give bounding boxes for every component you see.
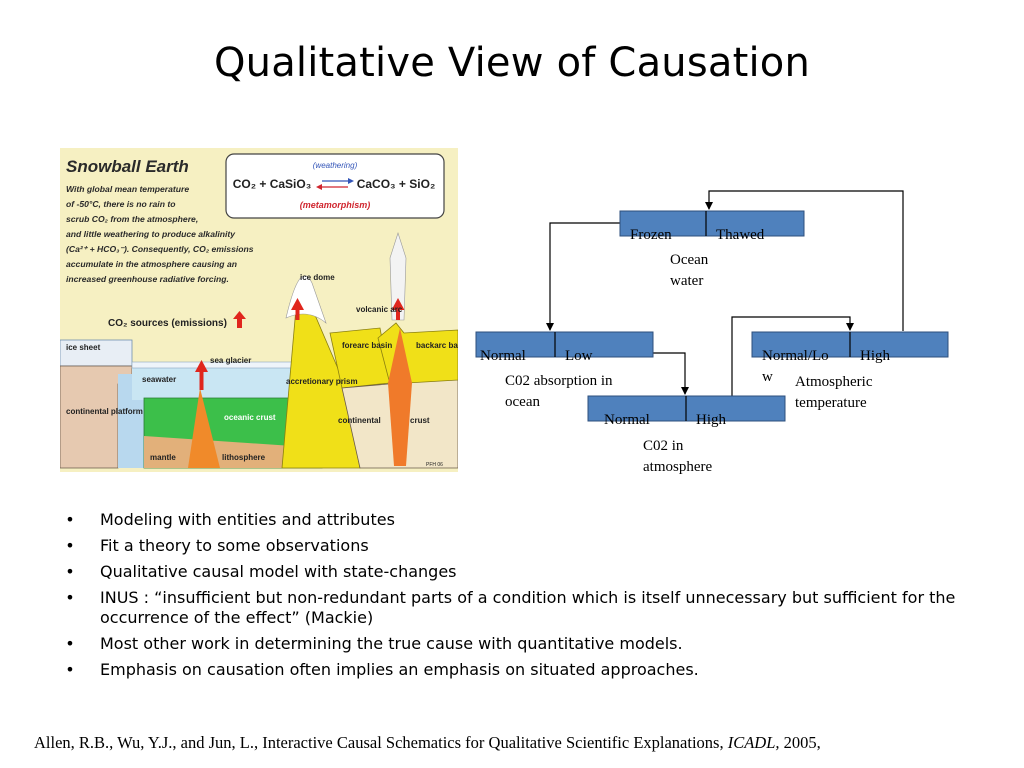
equation-right: CaCO₃ + SiO₂ [357, 177, 436, 191]
citation-authors-title: Allen, R.B., Wu, Y.J., and Jun, L., Inte… [34, 733, 724, 752]
label-backarc-basin: backarc basin [416, 341, 458, 350]
figure-intro-line: of -50°C, there is no rain to [66, 199, 175, 209]
magma-plume [388, 328, 412, 466]
co2-atmosphere-caption: C02 in [643, 438, 684, 454]
bullet-dot: • [65, 510, 75, 529]
equation-left: CO₂ + CaSiO₃ [233, 177, 312, 191]
bullet-dot: • [65, 634, 75, 653]
bullet-item: • INUS : “insufficient but non-redundant … [60, 588, 970, 628]
bullet-item: • Qualitative causal model with state-cha… [60, 562, 970, 582]
snowball-earth-figure: Snowball Earth With global mean temperat… [60, 148, 458, 472]
label-crust: crust [410, 416, 430, 425]
figure-credit: PFH 06 [426, 462, 443, 468]
label-forearc-basin: forearc basin [342, 341, 392, 350]
link-temperature-to-ocean [705, 190, 904, 331]
temperature-state-high[interactable]: High [860, 348, 891, 364]
bullet-text: INUS : “insufficient but non-redundant p… [100, 588, 956, 627]
mantle-region [144, 436, 322, 468]
equation-weathering-label: (weathering) [313, 161, 358, 170]
figure-intro-line: (Ca²⁺ + HCO₃⁻). Consequently, CO₂ emissi… [66, 244, 254, 254]
label-mantle: mantle [150, 453, 176, 462]
bullet-item: • Emphasis on causation often implies an … [60, 660, 970, 680]
figure-intro-line: and little weathering to produce alkalin… [66, 229, 236, 239]
bullet-text: Modeling with entities and attributes [100, 510, 395, 529]
equilibrium-arrows-icon [316, 178, 354, 190]
co2-absorption-caption: C02 absorption in [505, 373, 613, 389]
co2-sources-label: CO₂ sources (emissions) [108, 318, 227, 329]
citation-venue: ICADL, [727, 733, 780, 752]
label-volcanic-arc: volcanic arc [356, 305, 403, 314]
bullet-text: Most other work in determining the true … [100, 634, 683, 653]
label-continental: continental [338, 416, 381, 425]
co2-absorption-caption: ocean [505, 394, 540, 410]
bullet-text: Emphasis on causation often implies an e… [100, 660, 699, 679]
bullet-item: • Most other work in determining the true… [60, 634, 970, 654]
bullet-item: • Fit a theory to some observations [60, 536, 970, 556]
ocean-water-caption: Ocean [670, 252, 709, 268]
link-absorption-to-co2 [652, 352, 689, 395]
link-ocean-to-absorption [546, 222, 620, 331]
co2-absorption-box[interactable] [475, 331, 654, 358]
emission-arrow-icon [291, 298, 304, 320]
co2-state-high[interactable]: High [696, 412, 727, 428]
label-ice-sheet: ice sheet [66, 343, 101, 352]
label-continental-platform: continental platform [66, 407, 143, 416]
ocean-state-frozen[interactable]: Frozen [630, 227, 672, 243]
temperature-state-normal-low[interactable]: Normal/Lo [762, 348, 829, 364]
emission-arrow-icon [195, 360, 208, 390]
figure-intro: With global mean temperature of -50°C, t… [66, 184, 254, 284]
citation: Allen, R.B., Wu, Y.J., and Jun, L., Inte… [34, 733, 1024, 753]
bullet-dot: • [65, 588, 75, 607]
label-accretionary-prism: accretionary prism [286, 377, 358, 386]
causal-schematic: Frozen Thawed Ocean water Normal Low C02… [475, 190, 949, 475]
emission-arrow-icon [233, 311, 246, 328]
equation-box [225, 153, 445, 219]
link-co2-to-temperature [731, 316, 854, 398]
figure-intro-line: scrub CO₂ from the atmosphere, [66, 214, 198, 224]
mid-ocean-ridge [188, 388, 220, 468]
bullet-item: • Modeling with entities and attributes [60, 510, 970, 530]
label-ice-dome: ice dome [300, 273, 335, 282]
causal-links [546, 190, 904, 398]
bullet-dot: • [65, 536, 75, 555]
co2-state-normal[interactable]: Normal [604, 412, 650, 428]
volcanic-arc [389, 232, 407, 321]
figure-heading: Snowball Earth [66, 157, 189, 176]
ocean-water-box[interactable] [619, 210, 805, 237]
absorption-state-normal[interactable]: Normal [480, 348, 526, 364]
label-oceanic-crust: oceanic crust [224, 413, 276, 422]
equation-metamorphism-label: (metamorphism) [300, 200, 371, 210]
ocean-water-caption: water [670, 273, 703, 289]
figure-intro-line: accumulate in the atmosphere causing an [66, 259, 237, 269]
figure-intro-line: With global mean temperature [66, 184, 189, 194]
slide-title: Qualitative View of Causation [213, 40, 811, 86]
bullet-list: • Modeling with entities and attributes •… [60, 510, 970, 686]
bullet-dot: • [65, 562, 75, 581]
bullet-text: Qualitative causal model with state-chan… [100, 562, 457, 581]
atmospheric-temperature-caption: temperature [795, 395, 867, 411]
label-lithosphere: lithosphere [222, 453, 266, 462]
bullet-dot: • [65, 660, 75, 679]
figure-intro-line: increased greenhouse radiative forcing. [66, 274, 229, 284]
label-seawater: seawater [142, 375, 176, 384]
bullet-text: Fit a theory to some observations [100, 536, 369, 555]
temperature-state-normal-low-wrap: w [762, 369, 773, 385]
label-sea-glacier: sea glacier [210, 356, 251, 365]
ocean-state-thawed[interactable]: Thawed [716, 227, 765, 243]
emission-arrow-icon [391, 298, 405, 320]
co2-atmosphere-caption: atmosphere [643, 459, 712, 475]
atmospheric-temperature-caption: Atmospheric [795, 374, 873, 390]
seawater-region [132, 366, 298, 400]
citation-year: 2005, [783, 733, 821, 752]
absorption-state-low[interactable]: Low [565, 348, 593, 364]
